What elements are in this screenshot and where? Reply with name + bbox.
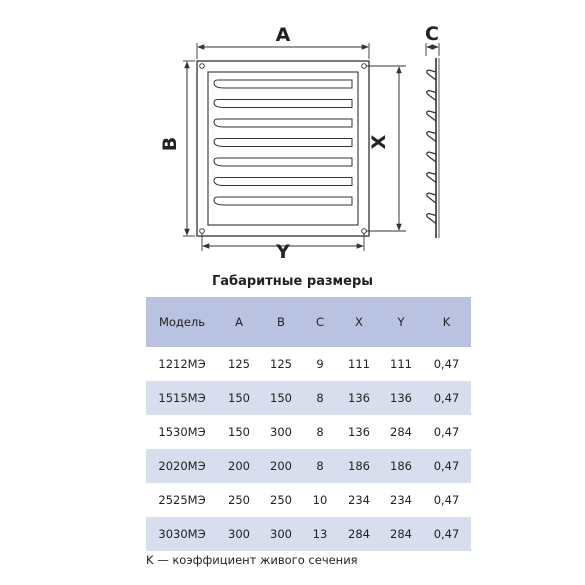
grille-side-view — [426, 58, 440, 238]
dimensions-table: Модель A B C X Y K 1212МЭ 125 125 9 111 … — [146, 297, 471, 551]
cell-x: 111 — [348, 357, 370, 371]
cell-y: 136 — [390, 391, 412, 405]
dimension-x: X — [366, 65, 406, 232]
louver-slat — [213, 79, 353, 89]
side-fin — [426, 151, 437, 163]
table-row: 2020МЭ 200 200 8 186 186 0,47 — [146, 449, 471, 483]
dim-label-b: B — [159, 137, 181, 151]
side-fin — [426, 130, 437, 142]
cell-c: 8 — [316, 391, 324, 405]
cell-b: 125 — [270, 357, 292, 371]
cell-b: 250 — [270, 493, 292, 507]
table-row: 1212МЭ 125 125 9 111 111 0,47 — [146, 347, 471, 381]
cell-c: 8 — [316, 459, 324, 473]
cell-a: 150 — [228, 425, 250, 439]
side-fin — [426, 192, 437, 204]
header-b: B — [277, 315, 285, 329]
cell-y: 234 — [390, 493, 412, 507]
dim-label-y: Y — [275, 241, 290, 263]
cell-x: 136 — [348, 391, 370, 405]
grille-front-view — [196, 60, 370, 237]
cell-c: 8 — [316, 425, 324, 439]
cell-y: 186 — [390, 459, 412, 473]
cell-b: 300 — [270, 527, 292, 541]
cell-k: 0,47 — [433, 493, 460, 507]
header-a: A — [235, 315, 243, 329]
dim-label-x: X — [368, 134, 390, 149]
cell-c: 9 — [316, 357, 324, 371]
side-fin — [426, 69, 437, 81]
header-model: Модель — [158, 315, 206, 329]
cell-a: 250 — [228, 493, 250, 507]
table-row: 1530МЭ 150 300 8 136 284 0,47 — [146, 415, 471, 449]
header-y: Y — [397, 315, 405, 329]
cell-x: 186 — [348, 459, 370, 473]
cell-c: 10 — [312, 493, 328, 507]
side-fin — [426, 89, 437, 101]
cell-b: 200 — [270, 459, 292, 473]
cell-c: 13 — [312, 527, 328, 541]
header-x: X — [355, 315, 363, 329]
cell-a: 150 — [228, 391, 250, 405]
dim-label-c: C — [425, 23, 439, 45]
cell-k: 0,47 — [433, 459, 460, 473]
cell-b: 300 — [270, 425, 292, 439]
table-row: 1515МЭ 150 150 8 136 136 0,47 — [146, 381, 471, 415]
cell-x: 234 — [348, 493, 370, 507]
header-k: K — [442, 315, 451, 329]
cell-a: 200 — [228, 459, 250, 473]
cell-x: 136 — [348, 425, 370, 439]
footnote: K — коэффициент живого сечения — [146, 553, 358, 567]
cell-model: 1212МЭ — [158, 357, 206, 371]
cell-k: 0,47 — [433, 425, 460, 439]
louver-slat — [213, 177, 353, 186]
cell-a: 300 — [228, 527, 250, 541]
technical-drawing: A B X Y C — [159, 23, 440, 263]
section-title: Габаритные размеры — [211, 274, 374, 289]
dimension-b: B — [159, 60, 195, 237]
dimension-a: A — [196, 24, 370, 59]
louver-slat — [213, 99, 353, 108]
louver-slat — [213, 138, 353, 147]
cell-model: 2020МЭ — [158, 459, 206, 473]
side-slats — [426, 69, 437, 224]
side-fin — [426, 171, 437, 183]
cell-model: 1530МЭ — [158, 425, 206, 439]
screw-hole-top-left — [199, 63, 205, 69]
louver-slat — [213, 118, 353, 128]
cell-model: 2525МЭ — [158, 493, 206, 507]
table-header-row: Модель A B C X Y K — [146, 297, 471, 347]
dimension-c: C — [425, 23, 440, 56]
dim-label-a: A — [276, 24, 291, 46]
cell-k: 0,47 — [433, 391, 460, 405]
cell-x: 284 — [348, 527, 370, 541]
cell-b: 150 — [270, 391, 292, 405]
header-c: C — [315, 315, 325, 329]
dimension-y: Y — [201, 233, 365, 263]
side-fin — [426, 110, 437, 122]
cell-model: 3030МЭ — [158, 527, 206, 541]
cell-k: 0,47 — [433, 527, 460, 541]
cell-model: 1515МЭ — [158, 391, 206, 405]
cell-y: 284 — [390, 527, 412, 541]
cell-y: 284 — [390, 425, 412, 439]
louver-slat — [213, 196, 353, 206]
side-fin — [426, 212, 437, 224]
cell-k: 0,47 — [433, 357, 460, 371]
louver-slat — [213, 157, 353, 167]
table-row: 3030МЭ 300 300 13 284 284 0,47 — [146, 517, 471, 551]
table-row: 2525МЭ 250 250 10 234 234 0,47 — [146, 483, 471, 517]
cell-y: 111 — [390, 357, 412, 371]
louver-slats — [213, 79, 353, 206]
cell-a: 125 — [228, 357, 250, 371]
